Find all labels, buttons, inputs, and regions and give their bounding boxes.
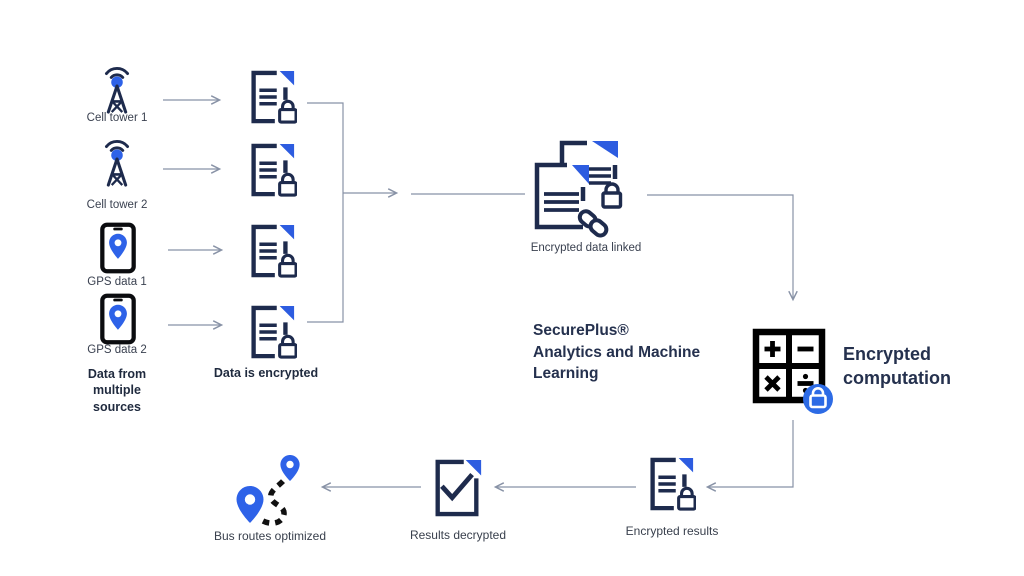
sources-caption: Data from multiple sources (87, 367, 147, 414)
computation-label: Encrypted computation (843, 344, 951, 389)
source-label: Cell tower 1 (86, 112, 148, 124)
encrypted-results-label: Encrypted results (625, 524, 719, 538)
route-pins-icon (236, 455, 300, 526)
cell-tower-icon (92, 61, 142, 115)
encrypted-document-icon (243, 141, 297, 199)
encrypted-document-icon (243, 68, 297, 126)
results-decrypted-label: Results decrypted (409, 528, 507, 542)
arrow-computation-to-results (708, 420, 794, 487)
encrypted-caption: Data is encrypted (213, 366, 319, 380)
calculator-lock-icon (752, 328, 833, 414)
platform-title: SecurePlus® Analytics and Machine Learni… (533, 322, 701, 383)
checked-document-icon (435, 459, 482, 517)
source-label: GPS data 1 (87, 276, 147, 288)
bus-routes-label: Bus routes optimized (213, 529, 327, 543)
linked-encrypted-docs-icon (533, 140, 623, 238)
linked-label: Encrypted data linked (530, 242, 642, 254)
source-label: Cell tower 2 (86, 199, 148, 211)
bracket-docs-merge (307, 102, 344, 323)
gps-phone-icon (99, 222, 137, 274)
encrypted-document-icon (243, 303, 297, 361)
gps-phone-icon (99, 293, 137, 345)
cell-tower-icon (92, 134, 142, 188)
encrypted-document-icon (243, 222, 297, 280)
encrypted-document-icon (642, 455, 696, 513)
source-label: GPS data 2 (87, 344, 147, 356)
